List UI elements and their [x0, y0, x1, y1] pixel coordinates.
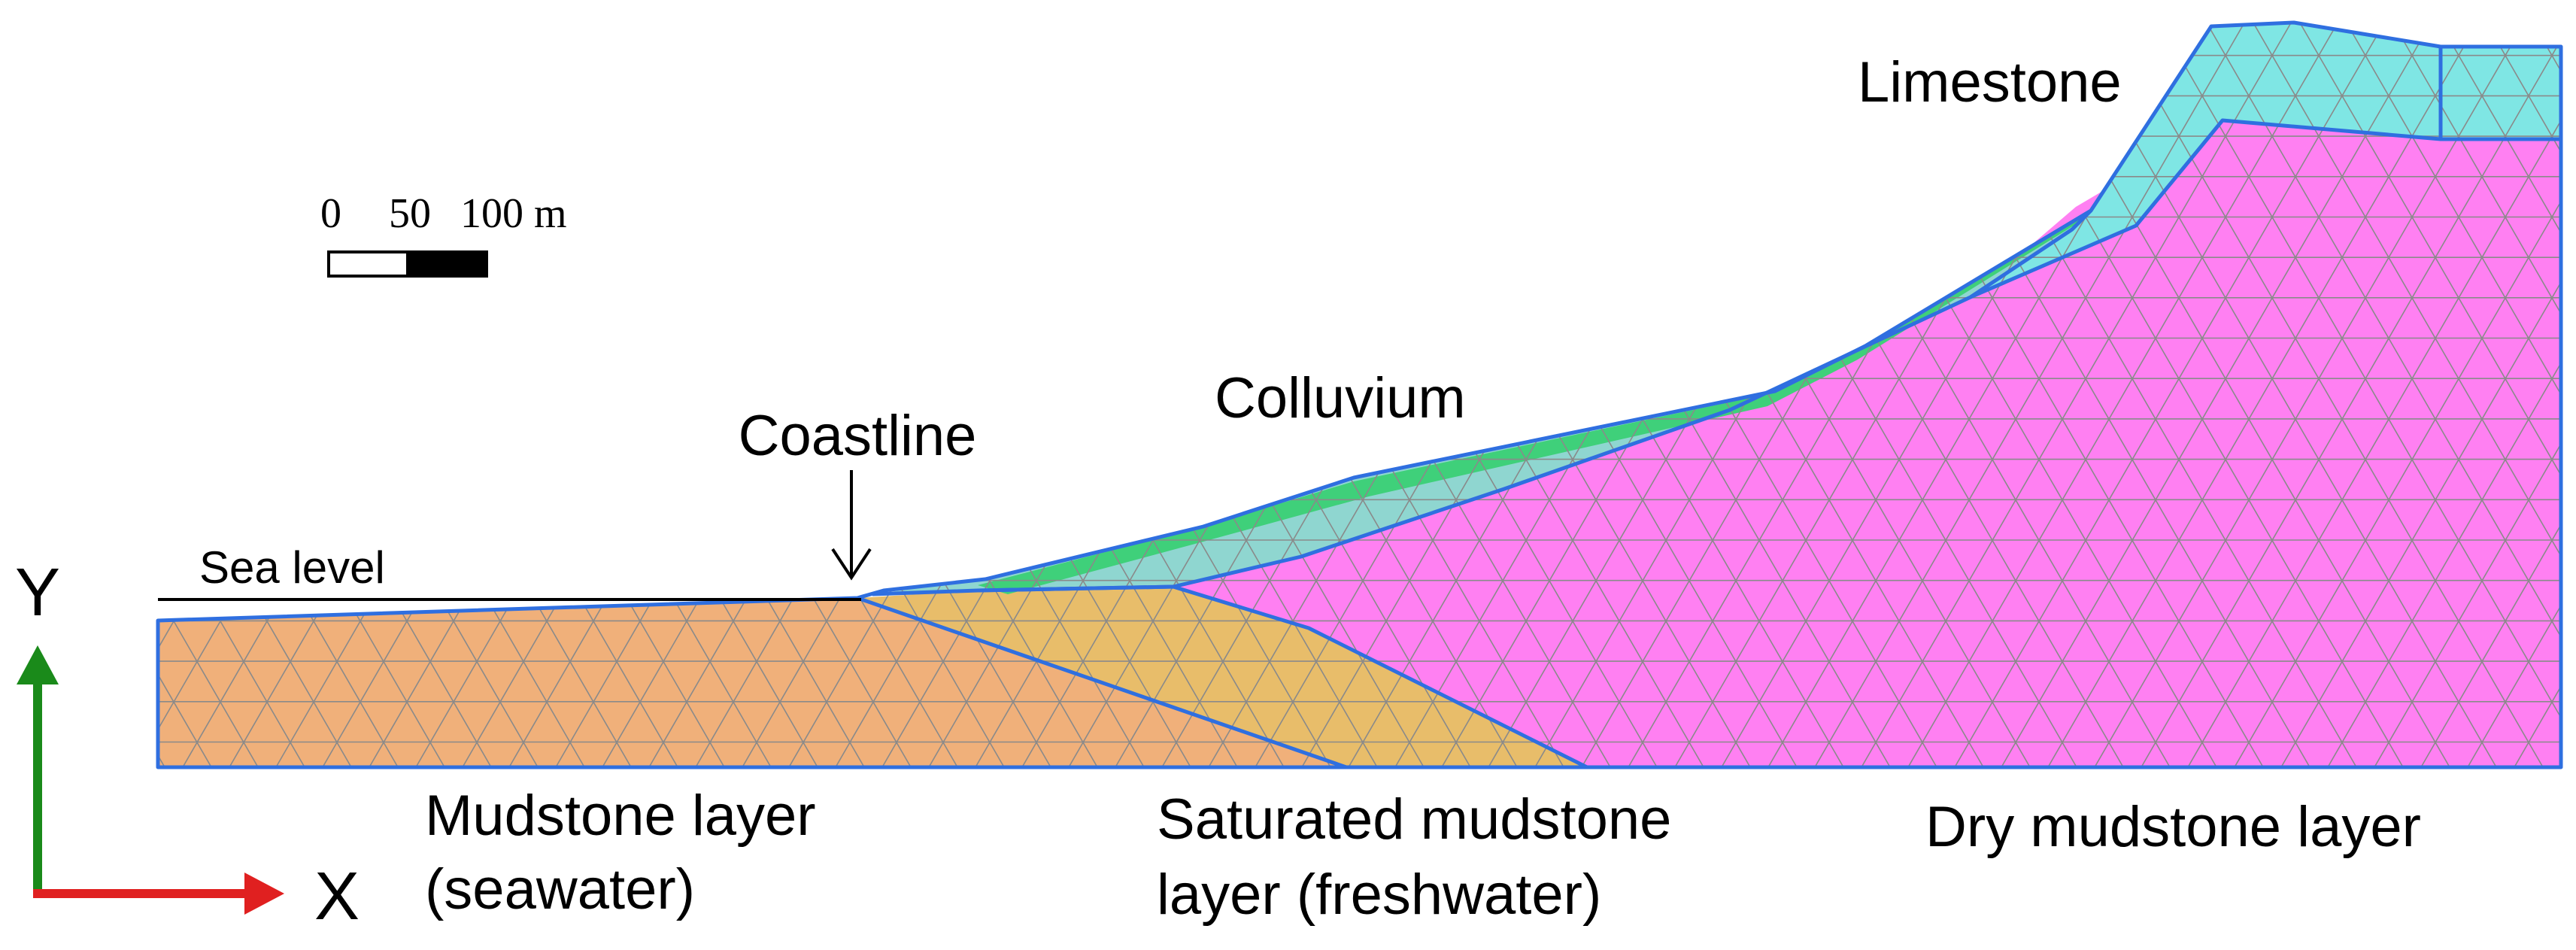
saturated-mudstone-label-line2: layer (freshwater) — [1157, 863, 1601, 927]
limestone-label: Limestone — [1858, 50, 2122, 114]
coordinate-axes: Y X — [15, 555, 360, 934]
dry-mudstone-layer-region — [1173, 120, 2561, 767]
limestone-fill — [1971, 23, 2561, 297]
mudstone-seawater-fill — [158, 598, 1346, 767]
limestone-layer-region — [1971, 23, 2561, 297]
sea-level-annotation: Sea level — [158, 542, 861, 601]
x-axis-label: X — [314, 859, 360, 934]
scale-tick-100: 100 m — [460, 190, 567, 237]
y-axis-arrow-icon — [17, 645, 59, 684]
colluvium-label: Colluvium — [1215, 366, 1466, 430]
colluvium-base-boundary — [872, 209, 2092, 596]
saturated-mudstone-label-line1: Saturated mudstone — [1157, 788, 1671, 851]
mudstone-seawater-label-line1: Mudstone layer — [425, 784, 816, 848]
y-axis-label: Y — [15, 555, 60, 630]
scale-tick-0: 0 — [320, 190, 341, 237]
scale-bar-black-segment — [406, 250, 488, 278]
domain-outline — [156, 20, 2563, 769]
limestone-base-boundary — [1970, 118, 2561, 299]
coastline-annotation: Coastline — [739, 404, 977, 581]
scale-bar-white-segment — [327, 250, 409, 278]
mudstone-seawater-label-line2: (seawater) — [425, 857, 695, 921]
mudstone-seawater-layer-region — [158, 598, 1346, 767]
seawater-freshwater-boundary — [857, 596, 1347, 769]
saturated-mudstone-layer-region — [857, 587, 1587, 767]
dry-mudstone-fill — [1173, 120, 2561, 767]
dry-mudstone-label: Dry mudstone layer — [1925, 795, 2421, 859]
saturated-mudstone-fill — [857, 587, 1587, 767]
scale-bar: 0 50 100 m — [320, 190, 567, 278]
coastline-arrow-head-icon — [831, 548, 872, 581]
coastline-label: Coastline — [739, 404, 977, 468]
layer-boundaries — [156, 20, 2563, 769]
scale-tick-50: 50 — [389, 190, 431, 237]
x-axis-arrow-icon — [244, 873, 284, 915]
sea-level-label: Sea level — [199, 542, 385, 593]
